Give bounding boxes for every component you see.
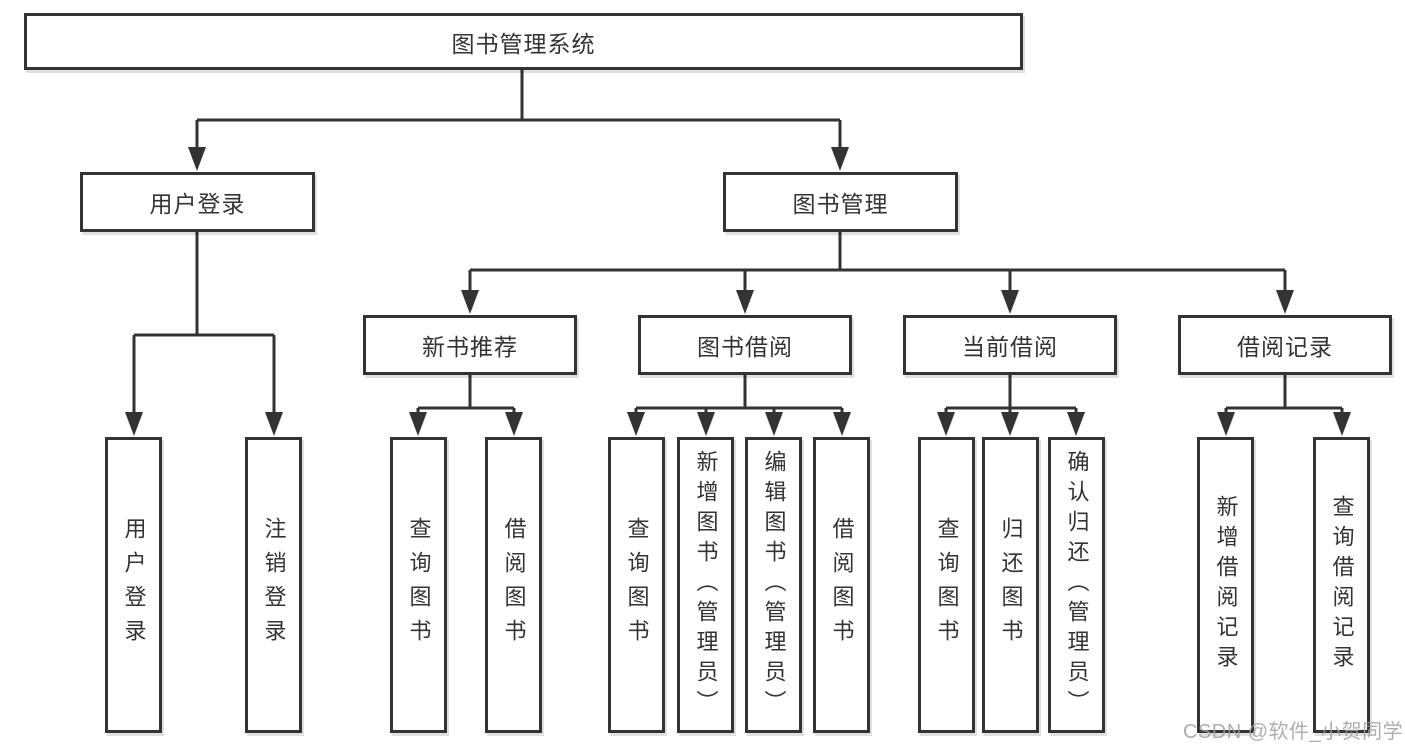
node-edit-book-admin: 编辑图书（管理员） (745, 437, 802, 733)
node-borrowing-records: 借阅记录 (1178, 315, 1392, 375)
node-search-books-recommend: 查询图书 (390, 437, 447, 733)
node-book-borrowing: 图书借阅 (638, 315, 852, 375)
node-borrow-books-borrowing: 借阅图书 (813, 437, 870, 733)
arrowheads (125, 147, 1351, 436)
node-confirm-return-admin: 确认归还（管理员） (1048, 437, 1105, 733)
watermark-text: CSDN @软件_小贺同学 (1183, 721, 1404, 743)
node-search-books-current: 查询图书 (918, 437, 975, 733)
node-logout-login: 注销登录 (245, 437, 302, 733)
node-user-login: 用户登录 (80, 172, 315, 232)
node-search-borrowing-record: 查询借阅记录 (1313, 437, 1370, 733)
node-user-login-leaf: 用户登录 (105, 437, 162, 733)
node-new-book-recommendation: 新书推荐 (363, 315, 577, 375)
node-return-book: 归还图书 (982, 437, 1039, 733)
node-add-borrowing-record: 新增借阅记录 (1197, 437, 1254, 733)
node-current-borrowing: 当前借阅 (903, 315, 1117, 375)
node-library-management-system: 图书管理系统 (24, 13, 1023, 70)
node-borrow-books-recommend: 借阅图书 (485, 437, 542, 733)
node-add-book-admin: 新增图书（管理员） (677, 437, 734, 733)
node-book-management: 图书管理 (723, 172, 958, 232)
node-search-books-borrowing: 查询图书 (608, 437, 665, 733)
